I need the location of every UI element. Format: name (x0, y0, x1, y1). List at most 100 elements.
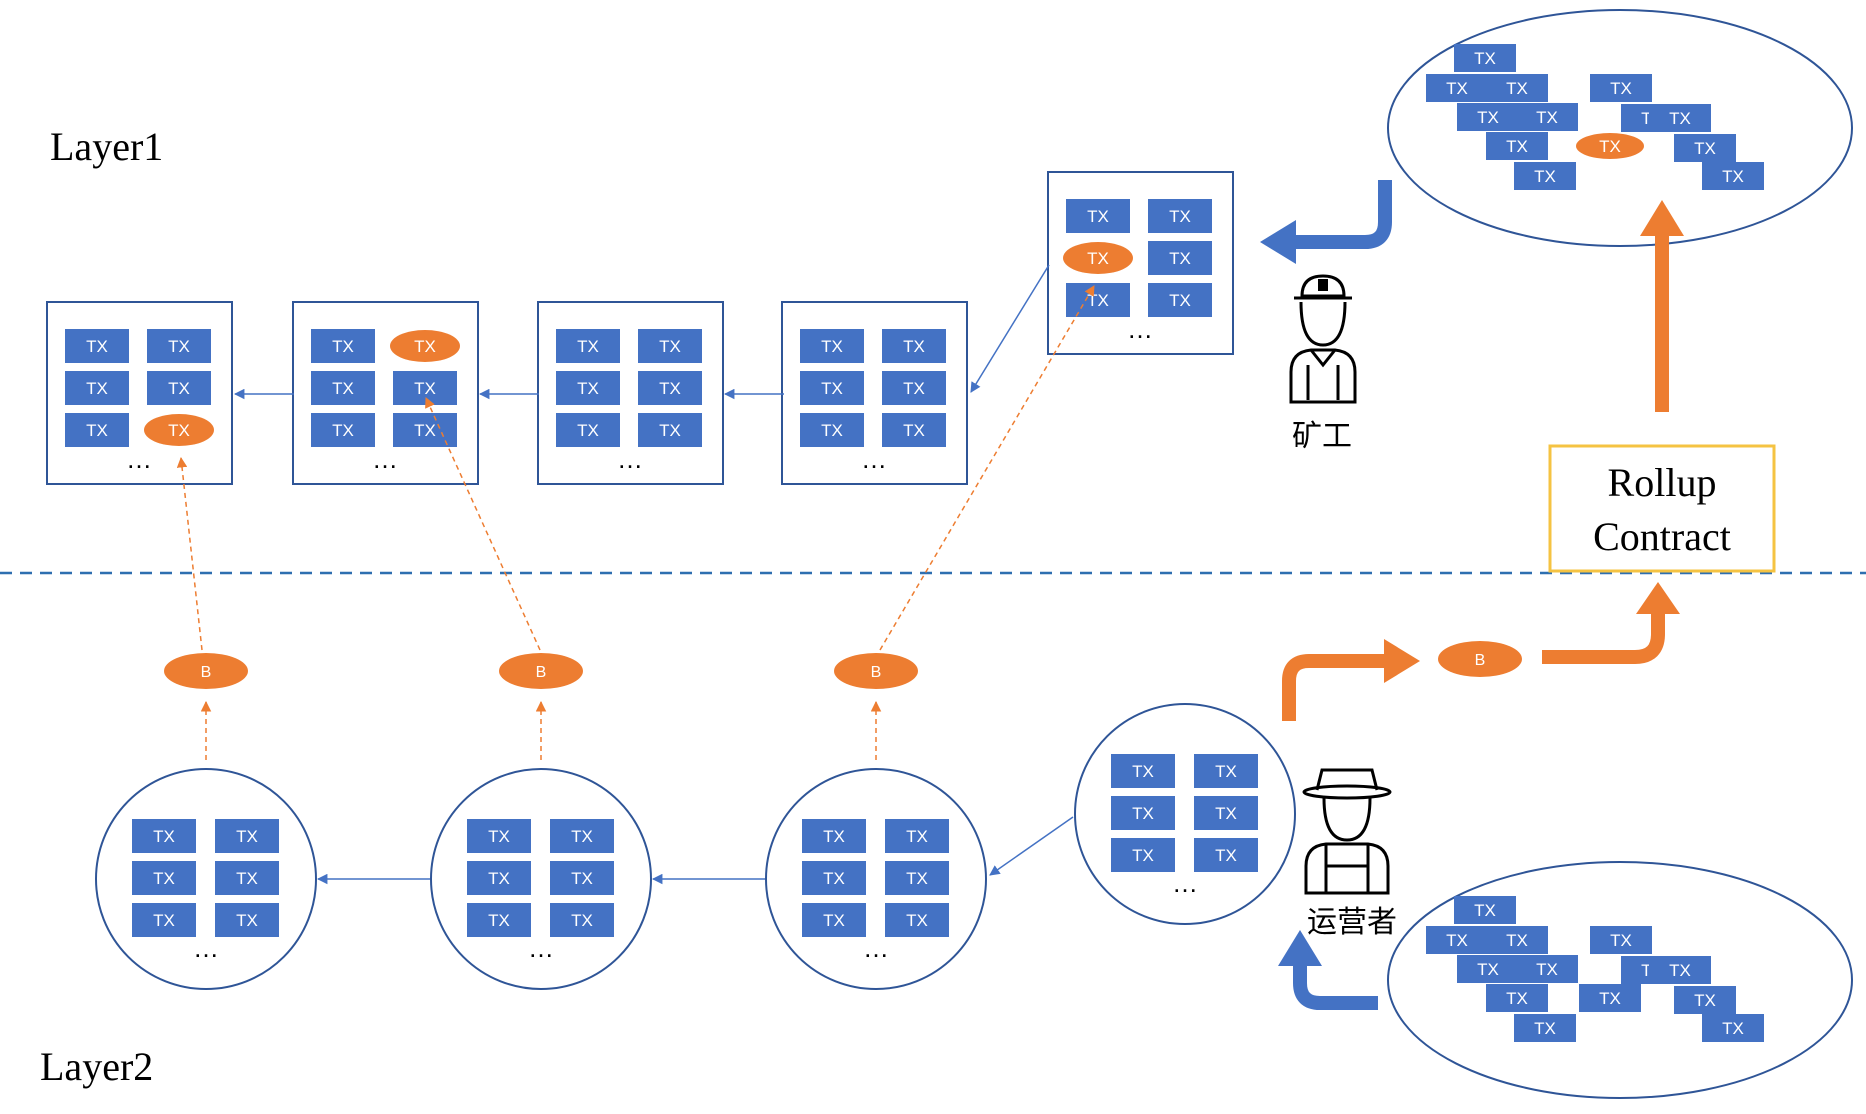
tx-label: TX (1506, 79, 1528, 98)
tx-cell: TX (802, 903, 866, 937)
tx-cell: TX (802, 819, 866, 853)
tx-cell: TX (550, 819, 614, 853)
tx-label: TX (1169, 207, 1191, 226)
tx-cell: TX (800, 371, 864, 405)
tx-cell: TX (800, 413, 864, 447)
tx-label: TX (1506, 137, 1528, 156)
tx-cell: TX (1111, 838, 1175, 872)
tx-cell: TX (638, 371, 702, 405)
layer1-label: Layer1 (50, 124, 163, 169)
ellipsis: … (861, 444, 887, 474)
tx-cell: TX (147, 371, 211, 405)
ellipsis: … (528, 933, 554, 963)
tx-cell: TX (1590, 926, 1652, 954)
tx-label: TX (571, 827, 593, 846)
tx-label: TX (1669, 961, 1691, 980)
tx-cell: TX (1148, 241, 1212, 275)
flow-arrows (1260, 180, 1684, 1010)
rollup-contract: Rollup Contract (1548, 444, 1776, 573)
batch-label: B (1475, 652, 1486, 669)
tx-label: TX (1669, 109, 1691, 128)
tx-cell: TX (132, 903, 196, 937)
layer2-label: Layer2 (40, 1044, 153, 1089)
tx-label: TX (1506, 931, 1528, 950)
tx-cell: TX (132, 819, 196, 853)
tx-cell: TX (1111, 796, 1175, 830)
anchor-arrow (425, 397, 541, 651)
tx-cell: TX (1486, 926, 1548, 954)
tx-cell: TX (1066, 283, 1130, 317)
tx-cell: TX (1649, 956, 1711, 984)
tx-label: TX (1722, 167, 1744, 186)
tx-cell: TX (1066, 199, 1130, 233)
tx-cell: TX (467, 903, 531, 937)
tx-label: TX (1087, 207, 1109, 226)
tx-label: TX (168, 337, 190, 356)
tx-label: TX (823, 827, 845, 846)
tx-label: TX (821, 421, 843, 440)
tx-label: TX (906, 827, 928, 846)
tx-label: TX (821, 337, 843, 356)
layer2-links (316, 816, 1074, 885)
tx-label: TX (1446, 931, 1468, 950)
tx-cell-highlighted: TX (390, 330, 460, 362)
tx-cell: TX (556, 329, 620, 363)
ellipsis: … (1172, 868, 1198, 898)
miner-icon (1289, 274, 1357, 404)
tx-label: TX (1215, 804, 1237, 823)
tx-cell: TX (1194, 754, 1258, 788)
tx-cell-highlighted: TX (1576, 133, 1644, 159)
tx-label: TX (823, 869, 845, 888)
tx-label: TX (1132, 762, 1154, 781)
anchor-arrow (879, 285, 1095, 651)
tx-cell: TX (65, 371, 129, 405)
tx-cell: TX (215, 819, 279, 853)
tx-label: TX (577, 421, 599, 440)
tx-label: TX (1477, 108, 1499, 127)
tx-cell: TX (550, 903, 614, 937)
tx-cell: TX (882, 413, 946, 447)
batch-anchor-arrows (176, 285, 1095, 760)
tx-label: TX (1694, 139, 1716, 158)
tx-label: TX (332, 421, 354, 440)
tx-label: TX (659, 337, 681, 356)
tx-label: TX (168, 379, 190, 398)
tx-label: TX (1599, 989, 1621, 1008)
tx-cell: TX (1426, 926, 1488, 954)
pool-to-block-arrow (1260, 180, 1392, 264)
tx-cell: TX (311, 413, 375, 447)
tx-cell: TX (467, 861, 531, 895)
ellipsis: … (863, 933, 889, 963)
pool-to-operator-arrow (1278, 930, 1378, 1010)
tx-cell: TX (132, 861, 196, 895)
tx-cell: TX (1194, 796, 1258, 830)
tx-label: TX (488, 911, 510, 930)
tx-label: TX (1536, 960, 1558, 979)
tx-label: TX (236, 869, 258, 888)
tx-label: TX (571, 869, 593, 888)
tx-cell: TX (550, 861, 614, 895)
tx-label: TX (1610, 79, 1632, 98)
tx-label: TX (1087, 291, 1109, 310)
tx-label: TX (414, 421, 436, 440)
batch-label: B (536, 664, 547, 681)
tx-cell: TX (147, 329, 211, 363)
ellipsis: … (372, 444, 398, 474)
tx-cell: TX (1674, 134, 1736, 162)
tx-cell: TX (802, 861, 866, 895)
tx-cell-highlighted: TX (1063, 242, 1133, 274)
contract-to-pool-arrow (1640, 200, 1684, 412)
tx-cell: TX (1516, 955, 1578, 983)
tx-label: TX (332, 337, 354, 356)
tx-cell: TX (885, 861, 949, 895)
tx-cell: TX (882, 371, 946, 405)
tx-label: TX (153, 827, 175, 846)
anchor-arrow (176, 456, 203, 651)
tx-cell: TX (885, 903, 949, 937)
tx-cell: TX (1426, 74, 1488, 102)
